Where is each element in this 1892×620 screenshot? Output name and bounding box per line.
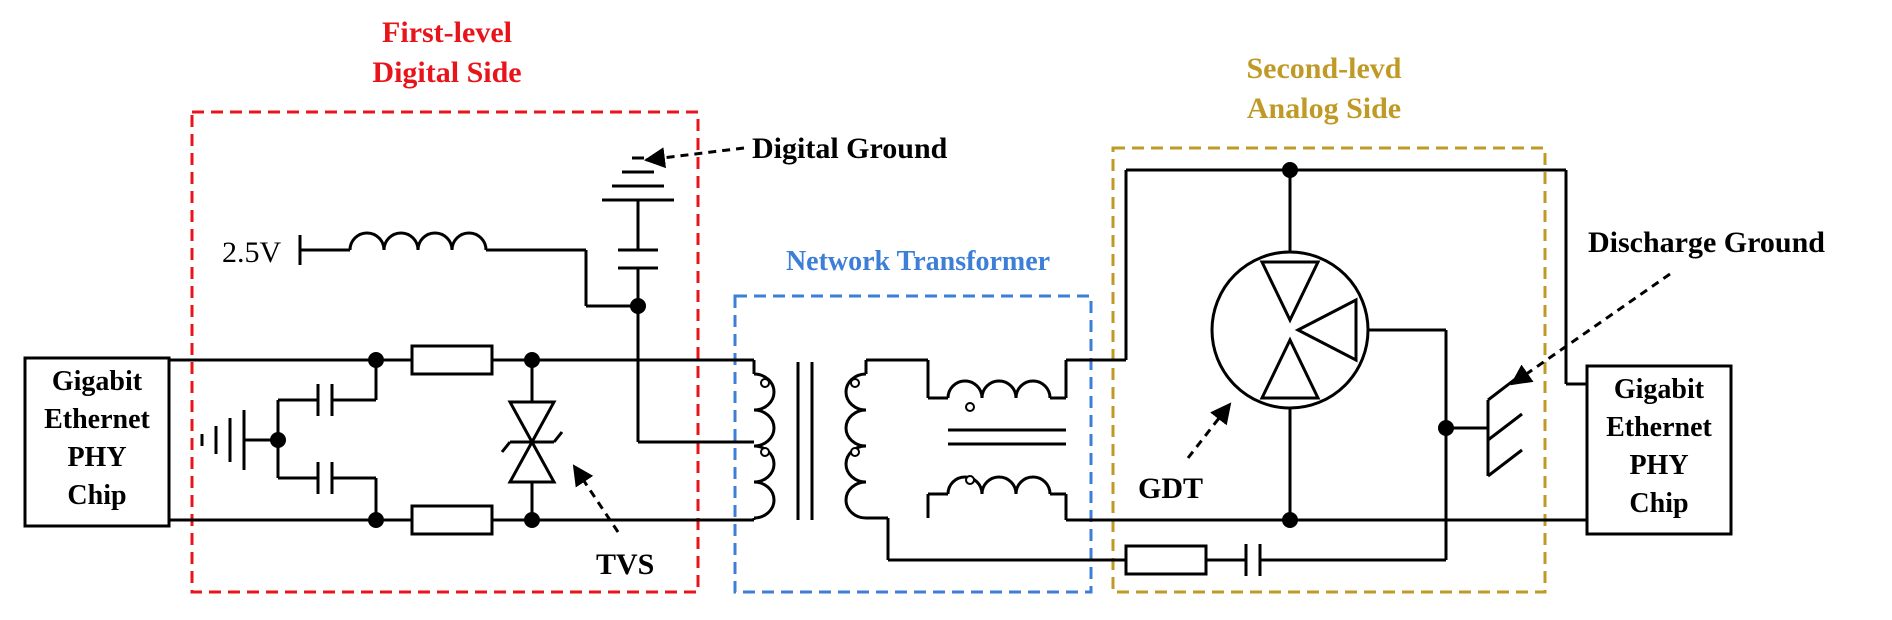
left-chip-line1: Gigabit [52, 366, 143, 397]
gdt-label: GDT [1138, 472, 1203, 505]
left-chip-line2: Ethernet [44, 404, 150, 435]
right-chip-line4: Chip [1629, 488, 1688, 519]
gdt-arrow [1186, 402, 1232, 459]
supply-voltage-label: 2.5V [222, 236, 282, 269]
tvs-label: TVS [596, 548, 654, 581]
digital-ground-arrow [643, 146, 745, 169]
right-chip-line2: Ethernet [1606, 412, 1712, 443]
second-level-region-box [1111, 146, 1547, 594]
polarity-dots [760, 378, 975, 485]
first-level-title-line1: First-level [382, 16, 512, 49]
first-level-region-box [190, 110, 700, 594]
digital-ground-label: Digital Ground [752, 132, 948, 165]
left-chip-line3: PHY [67, 442, 126, 473]
second-level-title-line1: Second-levd [1246, 52, 1401, 85]
network-transformer-region-box [733, 294, 1093, 594]
network-transformer-title: Network Transformer [786, 246, 1050, 277]
left-chip-line4: Chip [67, 480, 126, 511]
right-chip-line3: PHY [1629, 450, 1688, 481]
discharge-ground-label: Discharge Ground [1588, 226, 1825, 259]
discharge-ground-arrow [1510, 272, 1671, 386]
right-chip-line1: Gigabit [1614, 374, 1705, 405]
first-level-title-line2: Digital Side [372, 56, 521, 89]
circuit-wiring [169, 156, 1587, 576]
left-phy-chip [23, 356, 171, 528]
junction-dots [270, 162, 1454, 528]
tvs-arrow [572, 464, 620, 533]
second-level-title-line2: Analog Side [1247, 92, 1401, 125]
right-phy-chip [1585, 364, 1733, 536]
